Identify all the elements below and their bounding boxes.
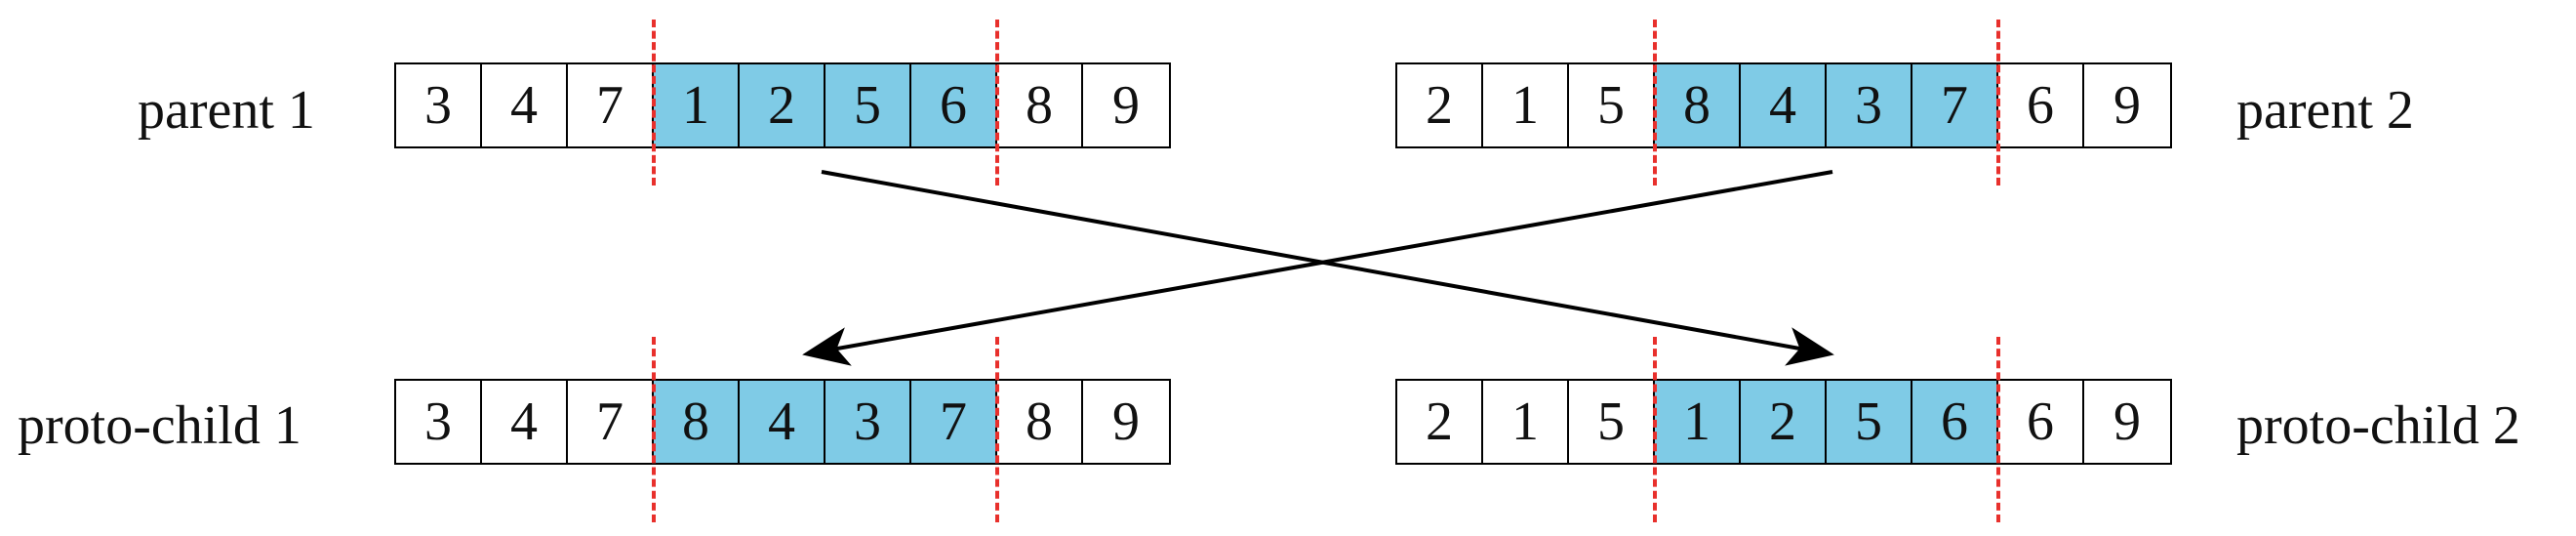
cell: 9	[1083, 64, 1169, 146]
cell-highlighted: 5	[1827, 381, 1912, 463]
cell: 8	[997, 381, 1083, 463]
cell: 6	[1998, 381, 2084, 463]
cell-highlighted: 1	[1655, 381, 1741, 463]
cell: 2	[1397, 381, 1483, 463]
cell: 9	[2084, 381, 2170, 463]
cut-line-left-parent-2	[1653, 20, 1657, 186]
row-label-parent-1: parent 1	[138, 80, 315, 141]
array-parent-1: 3 4 7 1 2 5 6 8 9	[394, 62, 1171, 148]
array-parent-2: 2 1 5 8 4 3 7 6 9	[1395, 62, 2172, 148]
array-proto-child-1: 3 4 7 8 4 3 7 8 9	[394, 379, 1171, 465]
cell-highlighted: 5	[825, 64, 911, 146]
cell-highlighted: 8	[654, 381, 740, 463]
row-label-proto-child-2: proto-child 2	[2236, 395, 2520, 456]
cell-highlighted: 3	[1827, 64, 1912, 146]
cell-highlighted: 7	[911, 381, 997, 463]
cut-line-left-proto-child-2	[1653, 337, 1657, 522]
cell: 1	[1483, 64, 1569, 146]
cell: 4	[482, 381, 568, 463]
cell-highlighted: 4	[1741, 64, 1827, 146]
cell: 1	[1483, 381, 1569, 463]
cell: 2	[1397, 64, 1483, 146]
cell-highlighted: 8	[1655, 64, 1741, 146]
cell-highlighted: 1	[654, 64, 740, 146]
cell: 3	[396, 64, 482, 146]
cell: 9	[2084, 64, 2170, 146]
cell-highlighted: 2	[740, 64, 825, 146]
array-proto-child-2: 2 1 5 1 2 5 6 6 9	[1395, 379, 2172, 465]
cut-line-left-parent-1	[652, 20, 656, 186]
cell-highlighted: 4	[740, 381, 825, 463]
cut-line-right-parent-2	[1996, 20, 2000, 186]
cell-highlighted: 3	[825, 381, 911, 463]
cell-highlighted: 6	[911, 64, 997, 146]
row-label-parent-2: parent 2	[2236, 80, 2414, 141]
arrow-parent-2-to-proto-child-1	[802, 170, 1833, 366]
cell: 7	[568, 381, 654, 463]
cell: 9	[1083, 381, 1169, 463]
cell: 5	[1569, 381, 1655, 463]
cell: 8	[997, 64, 1083, 146]
cut-line-left-proto-child-1	[652, 337, 656, 522]
cell: 6	[1998, 64, 2084, 146]
row-label-proto-child-1: proto-child 1	[18, 395, 302, 456]
cut-line-right-proto-child-2	[1996, 337, 2000, 522]
cell-highlighted: 2	[1741, 381, 1827, 463]
cut-line-right-proto-child-1	[995, 337, 999, 522]
cell: 3	[396, 381, 482, 463]
cell: 5	[1569, 64, 1655, 146]
cut-line-right-parent-1	[995, 20, 999, 186]
cell: 4	[482, 64, 568, 146]
cell: 7	[568, 64, 654, 146]
